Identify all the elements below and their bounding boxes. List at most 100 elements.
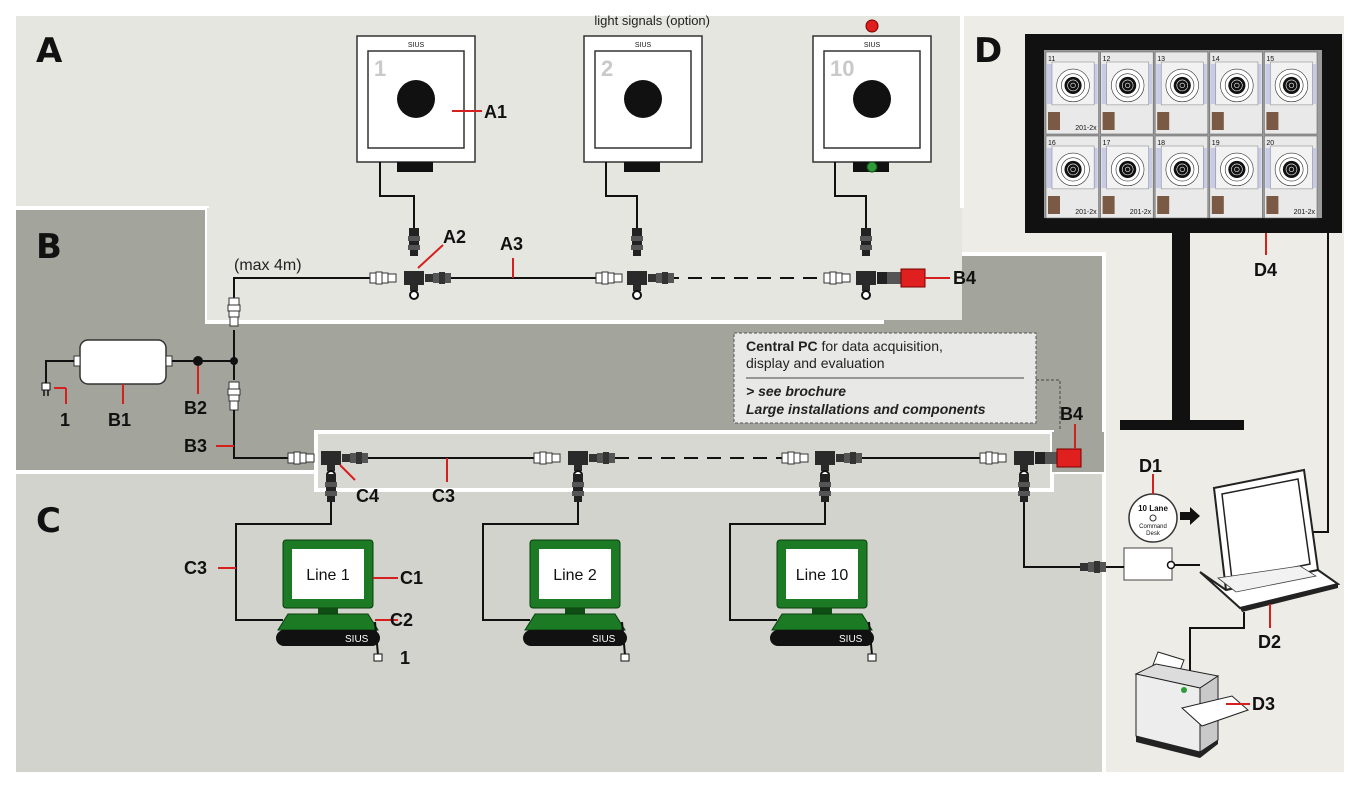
label-c3-left: C3 — [184, 558, 207, 578]
tile-number: 14 — [1212, 56, 1220, 63]
monitor-line-10: Line 10 SIUS — [770, 539, 874, 646]
label-d2: D2 — [1258, 632, 1281, 652]
tile-score: 201-2x — [1075, 209, 1097, 216]
shooter-avatar — [1048, 112, 1060, 130]
power-plug-icon — [41, 382, 51, 396]
printer-led-icon — [1181, 687, 1187, 693]
monitor-line-text: Line 1 — [306, 567, 350, 584]
terminator-top-icon — [900, 268, 926, 288]
target-1: SIUS 1 — [356, 35, 476, 172]
target-number: 1 — [374, 56, 386, 81]
label-b4-bottom: B4 — [1060, 404, 1083, 424]
shooter-avatar — [1102, 196, 1115, 214]
target-brand: SIUS — [408, 42, 425, 49]
label-power-b: 1 — [60, 410, 70, 430]
label-b3: B3 — [184, 436, 207, 456]
label-power-c: 1 — [400, 648, 410, 668]
label-c2: C2 — [390, 610, 413, 630]
shooter-avatar — [1102, 112, 1115, 130]
central-pc-desc2: display and evaluation — [746, 355, 885, 371]
tile-number: 16 — [1048, 140, 1056, 147]
label-a1: A1 — [484, 102, 507, 122]
monitor-brand: SIUS — [345, 634, 369, 645]
display-tile: 20 201-2x — [1264, 135, 1318, 219]
shooter-avatar — [1266, 196, 1279, 214]
svg-text:Central PC for data acquisitio: Central PC for data acquisition, — [746, 338, 943, 354]
laptop — [1199, 468, 1341, 612]
tile-score: 201-2x — [1130, 209, 1152, 216]
label-d3: D3 — [1252, 694, 1275, 714]
command-desk-disc-icon: 10 Lane Command Desk — [1128, 493, 1178, 543]
light-red-icon — [865, 19, 879, 33]
label-b4-top: B4 — [953, 268, 976, 288]
section-a-bg — [14, 14, 962, 208]
shooter-avatar — [1157, 196, 1170, 214]
tile-number: 17 — [1103, 140, 1111, 147]
interface-box — [1080, 547, 1200, 581]
display-tile: 13 — [1154, 51, 1209, 135]
tile-number: 13 — [1157, 56, 1165, 63]
power-supply — [73, 339, 173, 385]
shooter-avatar — [1211, 112, 1224, 130]
display-tile: 14 — [1209, 51, 1263, 135]
tile-number: 19 — [1212, 140, 1220, 147]
monitor-brand: SIUS — [592, 634, 616, 645]
monitor-line-text: Line 10 — [796, 567, 849, 584]
disc-line1: 10 Lane — [1138, 504, 1168, 513]
label-b1: B1 — [108, 410, 131, 430]
light-signals-note: light signals (option) — [594, 13, 710, 28]
display-tile: 15 — [1264, 51, 1318, 135]
section-a-label: A — [36, 31, 63, 71]
central-pc-ref: Large installations and components — [746, 401, 986, 417]
target-number: 10 — [830, 56, 854, 81]
section-b-label: B — [36, 227, 62, 267]
tile-score: 201-2x — [1294, 209, 1316, 216]
shooter-avatar — [1048, 196, 1060, 214]
monitor-line-text: Line 2 — [553, 567, 597, 584]
label-b2: B2 — [184, 398, 207, 418]
section-c-label: C — [36, 501, 61, 541]
target-2: SIUS 2 — [583, 35, 703, 172]
tile-number: 18 — [1157, 140, 1165, 147]
display-tile: 11 201-2x — [1045, 51, 1099, 135]
target-brand: SIUS — [864, 42, 881, 49]
disc-line2: Command — [1139, 524, 1167, 530]
monitor-line-1: Line 1 SIUS — [276, 539, 380, 646]
target-brand: SIUS — [635, 42, 652, 49]
monitor-line-2: Line 2 SIUS — [523, 539, 627, 646]
display-tile: 12 — [1100, 51, 1154, 135]
display-tile: 19 — [1209, 135, 1263, 219]
display-tile: 16 201-2x — [1045, 135, 1099, 219]
tile-score: 201-2x — [1075, 125, 1097, 132]
display-tile: 18 — [1154, 135, 1209, 219]
terminator-bottom-icon — [1056, 448, 1082, 468]
label-d1: D1 — [1139, 456, 1162, 476]
shooter-avatar — [1211, 196, 1224, 214]
disc-line3: Desk — [1146, 531, 1161, 537]
label-c1: C1 — [400, 568, 423, 588]
display-tile: 17 201-2x — [1100, 135, 1154, 219]
label-c4: C4 — [356, 486, 379, 506]
target-number: 2 — [601, 56, 613, 81]
central-pc-see: > see brochure — [746, 383, 846, 399]
tile-number: 15 — [1266, 56, 1274, 63]
tile-number: 12 — [1103, 56, 1111, 63]
tile-number: 20 — [1266, 140, 1274, 147]
central-pc-desc1: for data acquisition, — [818, 338, 943, 354]
label-c3-mid: C3 — [432, 486, 455, 506]
section-d-label: D — [974, 31, 1002, 71]
shooter-avatar — [1157, 112, 1170, 130]
label-a2: A2 — [443, 227, 466, 247]
central-pc-note: Central PC for data acquisition, display… — [733, 332, 1061, 430]
max-length-note: (max 4m) — [234, 257, 302, 274]
shooter-avatar — [1266, 112, 1279, 130]
tile-number: 11 — [1048, 56, 1055, 63]
light-green-icon — [866, 161, 878, 173]
printer — [1134, 651, 1249, 758]
label-d4: D4 — [1254, 260, 1277, 280]
arrow-right-icon — [1180, 507, 1200, 525]
